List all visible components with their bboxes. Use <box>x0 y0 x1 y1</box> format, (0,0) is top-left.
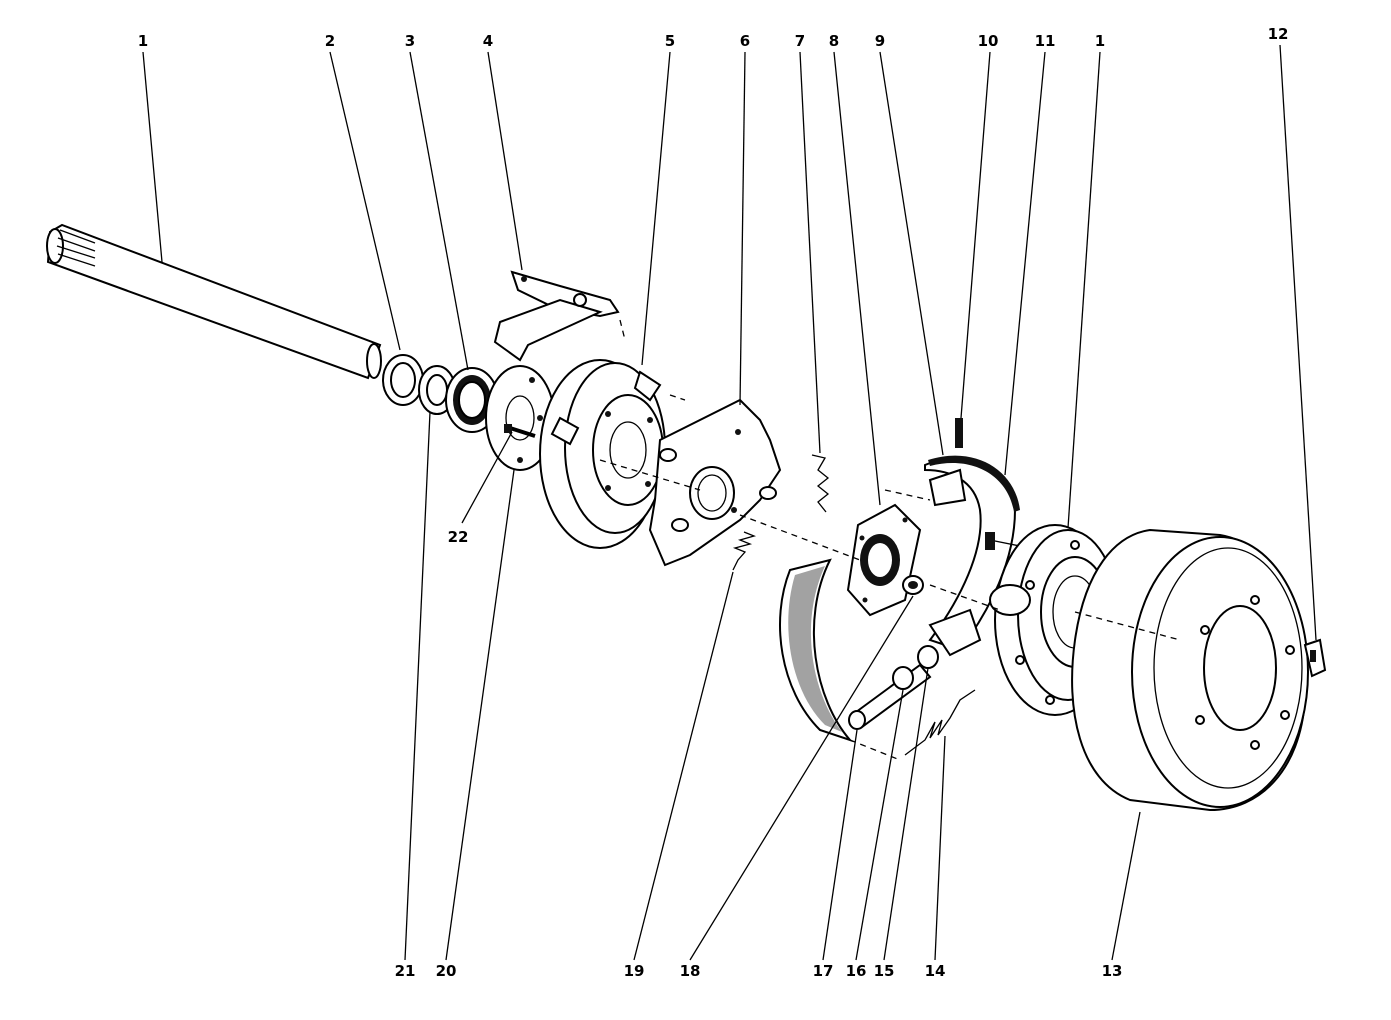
callout-13: 13 <box>1102 962 1123 980</box>
callout-20: 20 <box>436 962 457 980</box>
nut <box>902 575 924 595</box>
callout-4: 4 <box>483 32 493 50</box>
callout-12: 12 <box>1268 25 1289 43</box>
callout-numbers: 1 2 3 4 5 6 7 8 9 10 11 1 12 22 21 20 19… <box>138 25 1289 980</box>
callout-9: 9 <box>875 32 885 50</box>
lower-brake-shoe <box>779 558 854 743</box>
bolt <box>504 424 536 438</box>
stud <box>955 418 963 448</box>
callout-10: 10 <box>978 32 999 50</box>
callout-1-right: 1 <box>1095 32 1105 50</box>
lug-nut <box>1303 638 1327 678</box>
bearing <box>445 367 499 433</box>
callout-1: 1 <box>138 32 148 50</box>
callout-14: 14 <box>925 962 946 980</box>
callout-5: 5 <box>665 32 675 50</box>
leader-lines <box>142 44 1317 961</box>
callout-6: 6 <box>740 32 750 50</box>
callout-18: 18 <box>680 962 701 980</box>
callout-19: 19 <box>624 962 645 980</box>
callout-17: 17 <box>813 962 834 980</box>
callout-15: 15 <box>874 962 895 980</box>
upper-brake-shoe <box>924 455 1020 657</box>
adjuster-spring <box>904 689 976 756</box>
callout-8: 8 <box>829 32 839 50</box>
callout-3: 3 <box>405 32 415 50</box>
anchor-plate <box>648 398 782 567</box>
brake-lever <box>493 270 620 362</box>
axle-shaft <box>46 223 382 380</box>
callout-16: 16 <box>846 962 867 980</box>
adjuster-assembly <box>848 645 939 730</box>
brake-drum <box>1071 528 1309 812</box>
axle-seal <box>382 354 424 406</box>
callout-7: 7 <box>795 32 805 50</box>
callout-21: 21 <box>395 962 416 980</box>
backing-plate <box>539 359 666 549</box>
gasket-plate <box>846 503 922 617</box>
callout-2: 2 <box>325 32 335 50</box>
return-spring <box>732 531 757 571</box>
callout-22: 22 <box>448 528 469 546</box>
callout-11: 11 <box>1035 32 1056 50</box>
small-spring <box>811 454 830 513</box>
